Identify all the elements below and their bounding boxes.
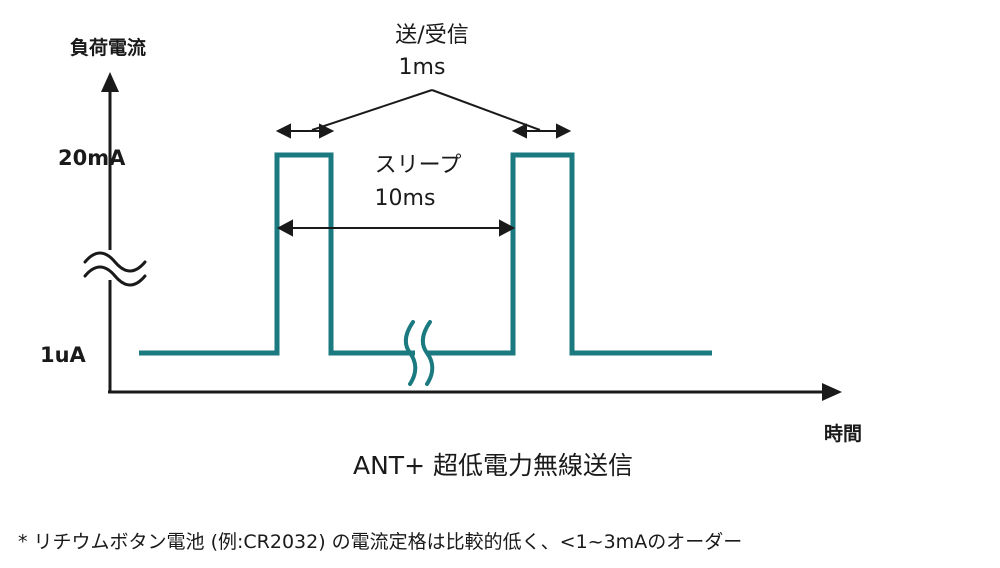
tx-rx-duration: 1ms — [399, 55, 446, 80]
footnote: * リチウムボタン電池 (例:CR2032) の電流定格は比較的低く、<1~3m… — [18, 531, 742, 553]
tx-rx-label: 送/受信 — [395, 23, 468, 48]
y-axis-arrowhead — [101, 72, 119, 92]
y-tick-1uA: 1uA — [40, 343, 87, 367]
diagram-title: ANT+ 超低電力無線送信 — [353, 451, 633, 480]
current-waveform — [139, 152, 712, 356]
y-axis-break-icon — [82, 250, 147, 287]
callout-line-right — [431, 89, 541, 131]
sleep-duration: 10ms — [375, 186, 436, 211]
x-axis-label: 時間 — [824, 423, 862, 445]
tx-rx-arrow-right — [511, 123, 572, 139]
callout-line-left — [311, 89, 433, 131]
time-break-icon — [403, 320, 435, 386]
y-tick-20mA: 20mA — [58, 146, 126, 170]
sleep-duration-arrow — [276, 219, 516, 237]
x-axis-arrowhead — [822, 383, 842, 401]
y-axis-label: 負荷電流 — [70, 36, 146, 59]
tx-rx-arrow-left — [275, 123, 335, 139]
sleep-label: スリープ — [375, 153, 462, 178]
